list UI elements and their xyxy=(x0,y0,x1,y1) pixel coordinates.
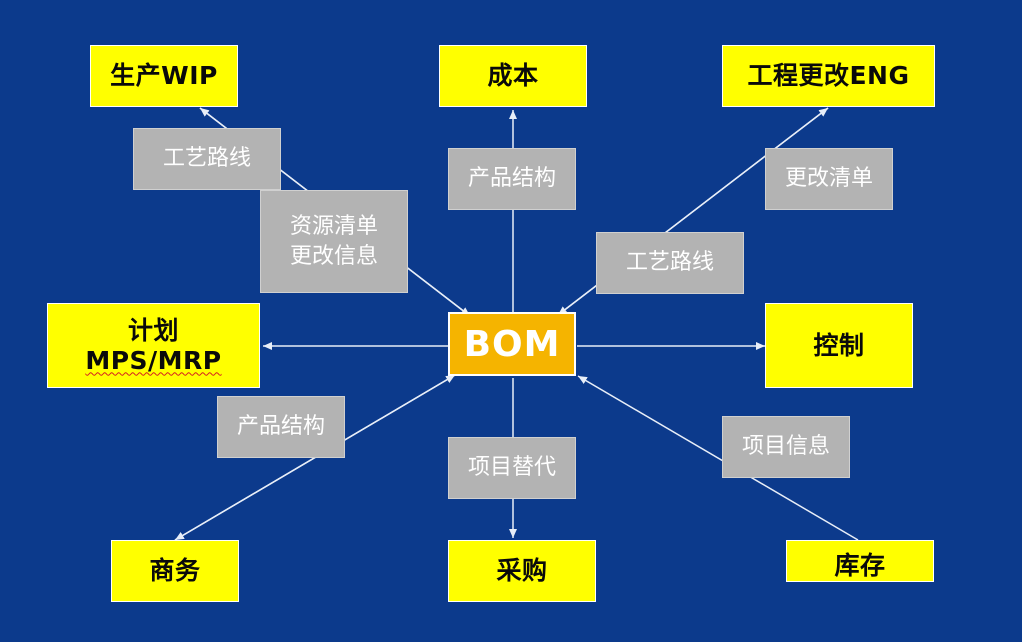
label-change-list: 更改清单 xyxy=(765,148,893,210)
node-control: 控制 xyxy=(765,303,913,388)
node-production-wip: 生产WIP xyxy=(90,45,238,107)
node-cost: 成本 xyxy=(439,45,587,107)
node-plan-line1: 计划 xyxy=(127,315,179,345)
node-purchasing: 采购 xyxy=(448,540,596,602)
node-commerce: 商务 xyxy=(111,540,239,602)
label-product-structure-top: 产品结构 xyxy=(448,148,576,210)
label-resource-change: 资源清单 更改信息 xyxy=(260,190,408,293)
label-item-info: 项目信息 xyxy=(722,416,850,478)
node-plan: 计划 MPS/MRP xyxy=(47,303,260,388)
label-routing-right: 工艺路线 xyxy=(596,232,744,294)
node-engineering-change: 工程更改ENG xyxy=(722,45,935,107)
arrow-inventory-to-bom xyxy=(577,375,859,541)
bom-center-node: BOM xyxy=(448,312,576,376)
node-plan-line2: MPS/MRP xyxy=(85,345,222,375)
node-inventory: 库存 xyxy=(786,540,934,582)
label-resource-line2: 更改信息 xyxy=(289,243,378,269)
label-item-substitute: 项目替代 xyxy=(448,437,576,499)
label-product-structure-left: 产品结构 xyxy=(217,396,345,458)
label-routing-left: 工艺路线 xyxy=(133,128,281,190)
label-resource-line1: 资源清单 xyxy=(289,213,378,239)
